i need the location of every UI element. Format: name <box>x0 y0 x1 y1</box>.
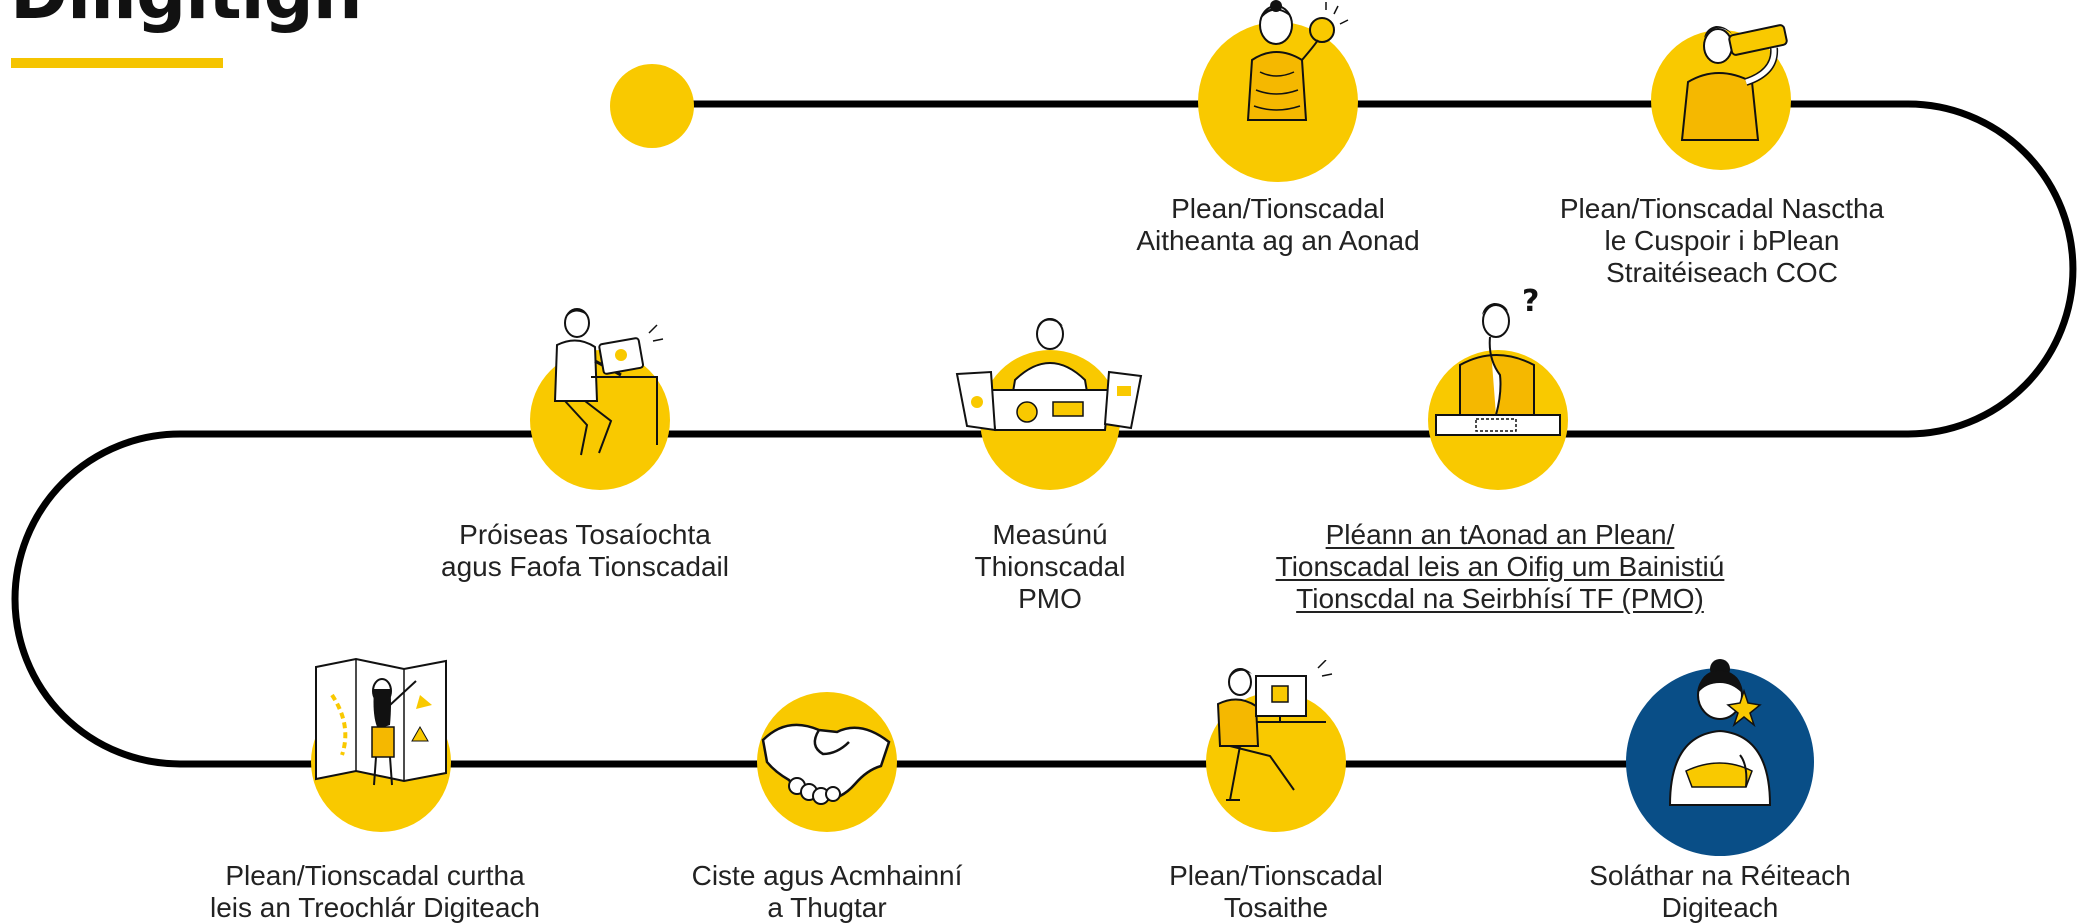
step-3-link[interactable]: Pléann an tAonad an Plean/ Tionscadal le… <box>1220 519 1780 615</box>
step-4-label: Measúnú Thionscadal PMO <box>900 519 1200 615</box>
step-6-label: Plean/Tionscadal curtha leis an Treochlá… <box>175 860 575 924</box>
step-8-label: Plean/Tionscadal Tosaithe <box>1076 860 1476 924</box>
man-computer-icon <box>1210 660 1350 810</box>
man-desk-documents-icon <box>955 310 1145 445</box>
step-7-label: Ciste agus Acmhainní a Thugtar <box>627 860 1027 924</box>
step-1-label: Plean/Tionscadal Aitheanta ag an Aonad <box>1078 193 1478 257</box>
man-question-icon: ? <box>1430 275 1570 450</box>
man-laptop-icon <box>535 305 675 465</box>
man-binoculars-icon <box>1668 12 1808 142</box>
step-9-label: Soláthar na Réiteach Digiteach <box>1520 860 1920 924</box>
step-5-label: Próiseas Tosaíochta agus Faofa Tionscada… <box>385 519 785 583</box>
woman-stars-icon <box>1640 655 1800 815</box>
handshake-icon <box>757 710 897 810</box>
svg-text:?: ? <box>1522 284 1539 319</box>
step-2-label: Plean/Tionscadal Nasctha le Cuspoir i bP… <box>1522 193 1922 289</box>
woman-map-icon <box>312 655 452 795</box>
woman-lightbulb-icon <box>1230 0 1350 150</box>
start-dot <box>610 64 694 148</box>
step-3-label[interactable]: Pléann an tAonad an Plean/ Tionscadal le… <box>1220 519 1780 615</box>
